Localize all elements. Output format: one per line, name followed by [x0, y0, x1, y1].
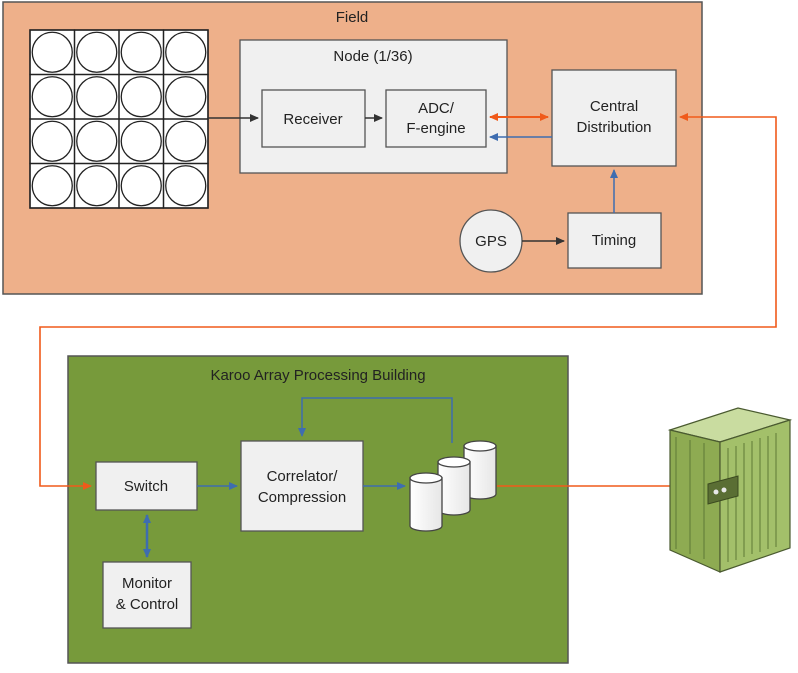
building-label: Karoo Array Processing Building — [210, 367, 425, 384]
field-label: Field — [336, 9, 369, 26]
antenna-dish — [120, 120, 162, 162]
antenna-dish — [31, 165, 73, 207]
monitor-label-line1: Monitor — [122, 575, 172, 592]
antenna-dish — [120, 165, 162, 207]
receiver-box: Receiver — [261, 89, 366, 148]
antenna-dish — [76, 165, 118, 207]
antenna-dish — [120, 31, 162, 73]
antenna-dish — [31, 120, 73, 162]
adc-label-line2: F-engine — [406, 120, 465, 137]
timing-label: Timing — [592, 232, 636, 249]
correlator-box: Correlator/ Compression — [240, 440, 364, 532]
server-icon — [667, 407, 793, 573]
storage-cylinder-front — [409, 472, 443, 532]
timing-box: Timing — [567, 212, 662, 269]
antenna-dish — [165, 31, 207, 73]
central-distribution-box: Central Distribution — [551, 69, 677, 167]
monitor-control-box: Monitor & Control — [102, 561, 192, 629]
antenna-dish — [120, 76, 162, 118]
antenna-dish — [31, 76, 73, 118]
monitor-label-line2: & Control — [116, 596, 179, 613]
adc-label-line1: ADC/ — [418, 100, 455, 117]
adc-fengine-box: ADC/ F-engine — [385, 89, 487, 148]
antenna-dish — [31, 31, 73, 73]
node-label: Node (1/36) — [333, 48, 412, 65]
gps-circle: GPS — [459, 209, 523, 273]
central-label-line1: Central — [590, 98, 638, 115]
antenna-dish — [76, 120, 118, 162]
antenna-array-icon — [29, 29, 209, 209]
receiver-label: Receiver — [283, 111, 342, 128]
field-to-switch-orange-link — [39, 113, 777, 490]
correlator-label-line2: Compression — [258, 489, 346, 506]
switch-box: Switch — [95, 461, 198, 511]
antenna-dish — [76, 31, 118, 73]
storage-cylinder-middle — [437, 456, 471, 516]
gps-label: GPS — [475, 233, 507, 250]
antenna-dish — [165, 76, 207, 118]
antenna-dish — [165, 165, 207, 207]
central-label-line2: Distribution — [576, 119, 651, 136]
correlator-label-line1: Correlator/ — [267, 468, 339, 485]
antenna-dish — [76, 76, 118, 118]
antenna-dish — [165, 120, 207, 162]
switch-label: Switch — [124, 478, 168, 495]
